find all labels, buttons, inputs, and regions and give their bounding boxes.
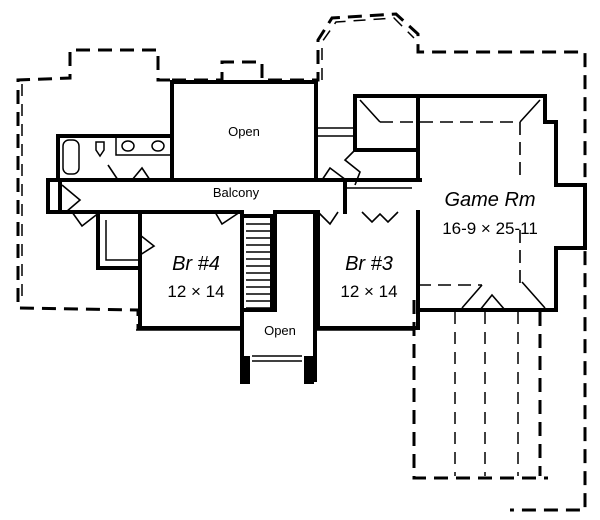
room-label-open-top: Open xyxy=(228,124,260,139)
room-label-br3: Br #3 xyxy=(345,253,393,275)
sink-icon xyxy=(151,140,165,152)
sink-icon xyxy=(121,140,135,152)
room-dims-br3: 12 × 14 xyxy=(340,282,397,301)
room-label-open-stair: Open xyxy=(264,323,296,338)
door-swings xyxy=(61,149,506,311)
bath-fixtures xyxy=(62,139,165,175)
room-label-game-room: Game Rm xyxy=(444,189,535,211)
bathtub-icon xyxy=(62,139,80,175)
room-labels: Open Balcony Br #4 12 × 14 Br #3 12 × 14… xyxy=(167,124,537,338)
room-dims-game-room: 16-9 × 25-11 xyxy=(442,219,538,238)
roof-outline xyxy=(16,12,587,512)
room-label-br4: Br #4 xyxy=(172,253,220,275)
room-dims-br4: 12 × 14 xyxy=(167,282,224,301)
walls xyxy=(46,80,587,384)
staircase xyxy=(244,214,274,312)
ceiling-detail xyxy=(359,99,546,309)
toilet-icon xyxy=(95,141,105,158)
room-label-balcony: Balcony xyxy=(213,185,260,200)
